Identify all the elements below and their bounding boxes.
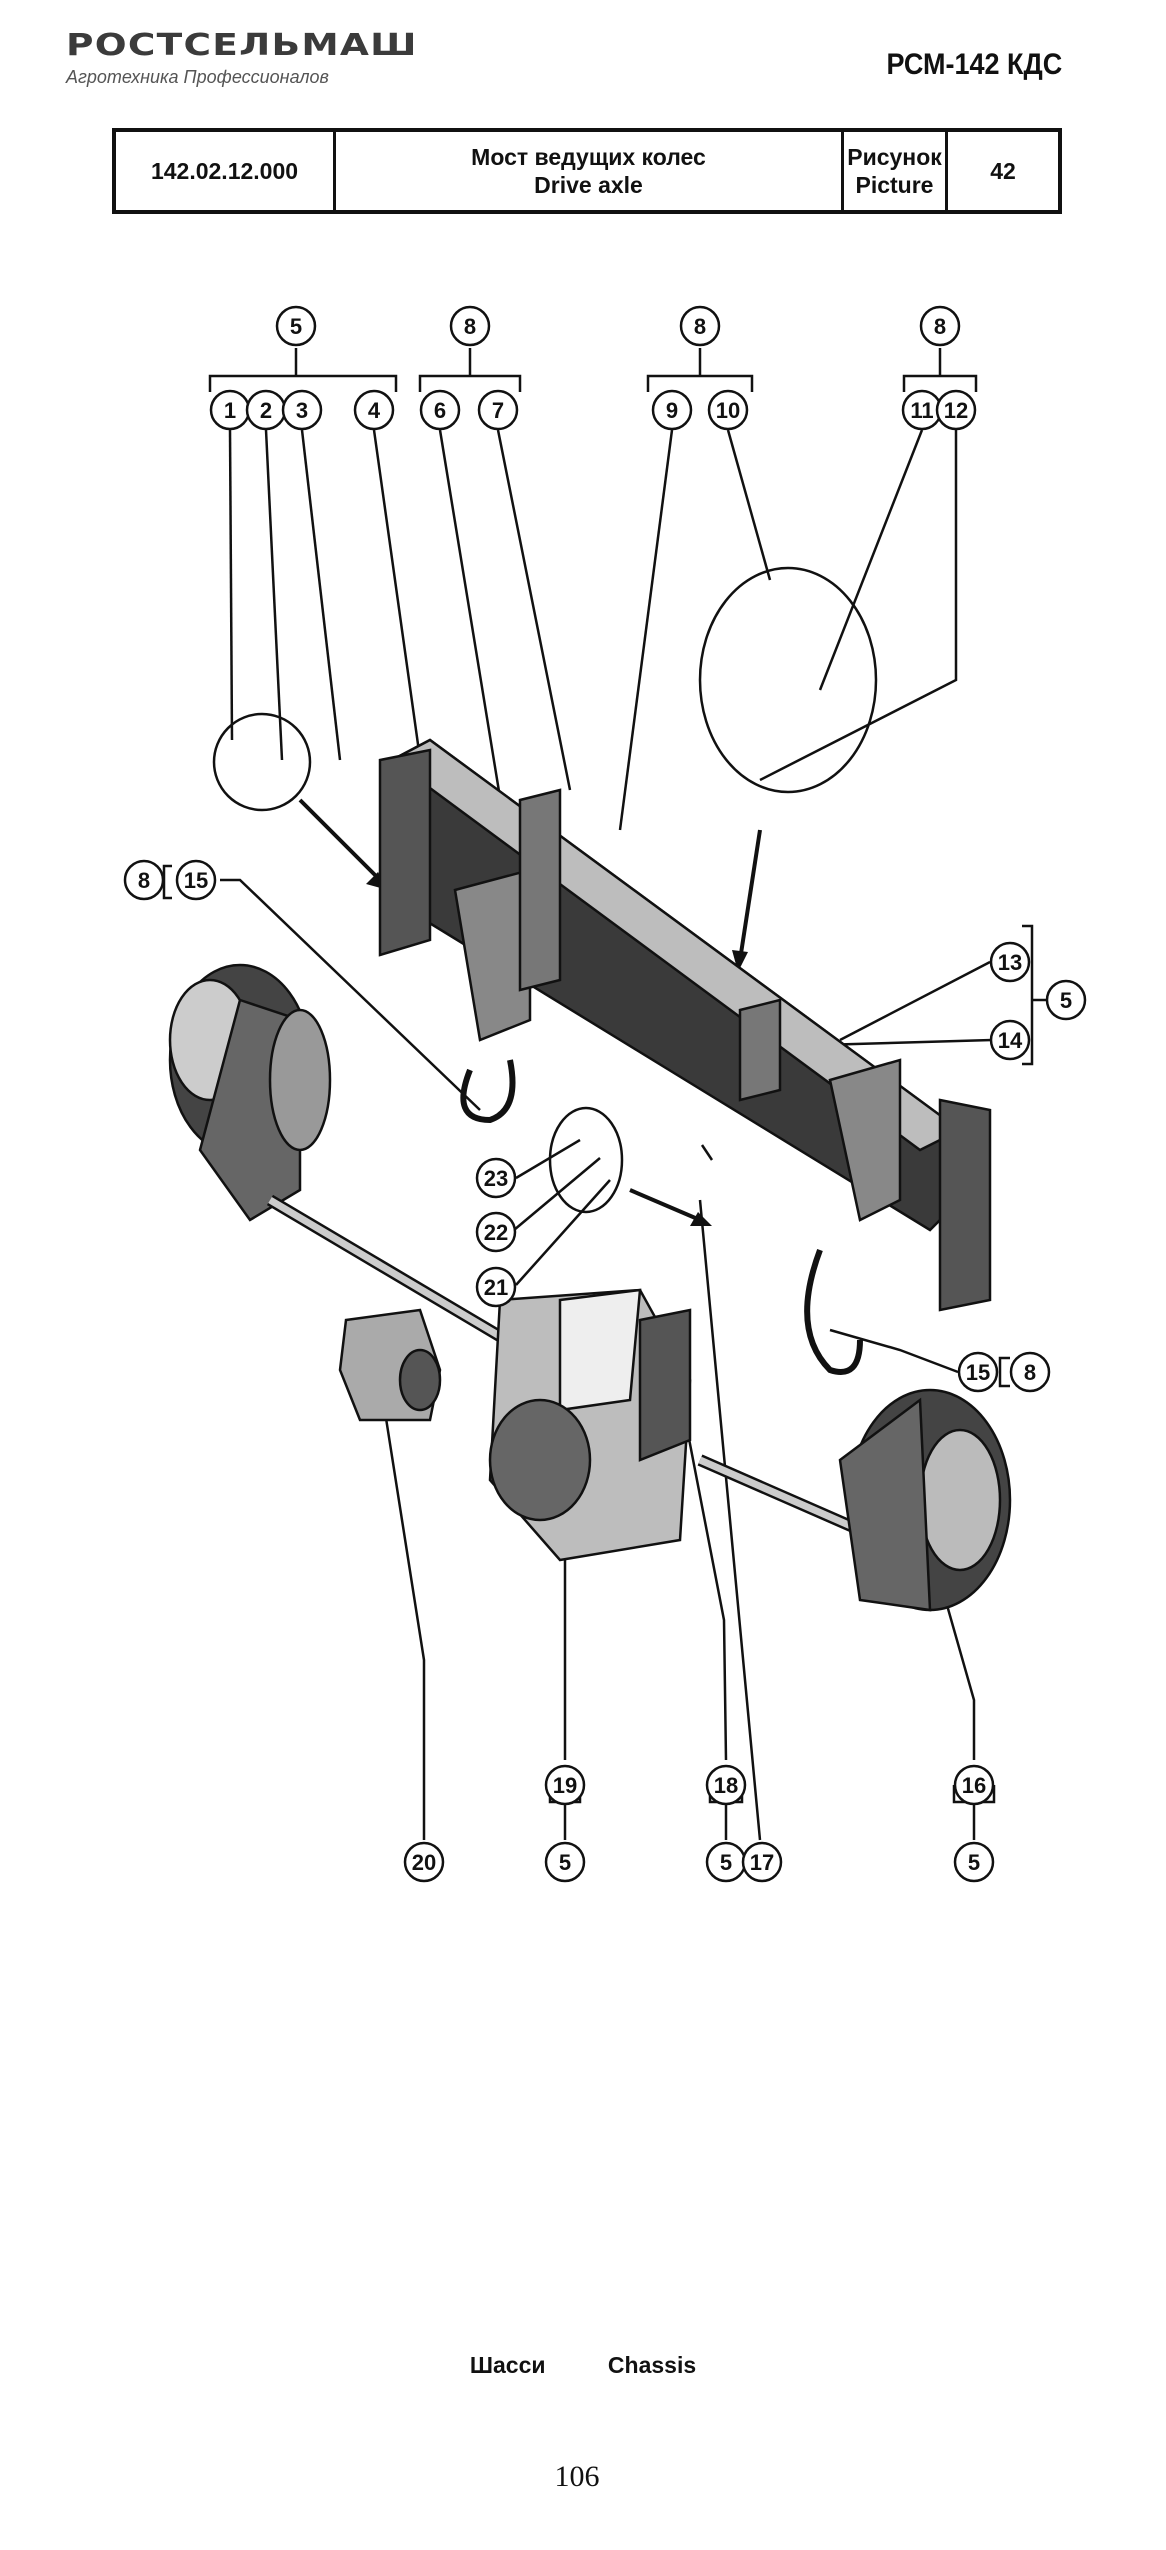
left-final-drive-drawing xyxy=(168,963,332,1222)
page-number: 106 xyxy=(554,2460,600,2493)
detail-bubble-clamp xyxy=(698,566,878,794)
callout-label: 15 xyxy=(966,1360,990,1385)
assembly-title: Мост ведущих колес Drive axle xyxy=(336,132,844,210)
callout-12: 12 xyxy=(935,389,977,431)
title-ru: Мост ведущих колес xyxy=(471,144,706,170)
callout-8: 8 xyxy=(1009,1351,1051,1393)
callout-8: 8 xyxy=(123,859,165,901)
callout-label: 17 xyxy=(750,1850,774,1875)
callout-label: 20 xyxy=(412,1850,436,1875)
callout-label: 18 xyxy=(714,1773,738,1798)
callout-label: 23 xyxy=(484,1166,508,1191)
callout-label: 5 xyxy=(1060,988,1072,1013)
picture-label-ru: Рисунок xyxy=(847,144,942,170)
model-name: РСМ-142 КДС xyxy=(886,48,1062,81)
brand-tagline: Агротехника Профессионалов xyxy=(66,67,329,87)
callout-22: 22 xyxy=(475,1211,517,1253)
hydraulic-motor-drawing xyxy=(338,1308,442,1422)
callout-label: 11 xyxy=(910,398,933,423)
callout-8: 8 xyxy=(679,305,721,347)
callout-16: 16 xyxy=(953,1764,995,1806)
bracket-5-top xyxy=(208,374,398,392)
brand-logo: РОСТСЕЛЬМАШ Агротехника Профессионалов xyxy=(66,28,417,88)
callout-label: 4 xyxy=(368,398,381,423)
callout-label: 9 xyxy=(666,398,678,423)
callout-5: 5 xyxy=(953,1841,995,1883)
callout-5: 5 xyxy=(705,1841,747,1883)
bracket-8-b xyxy=(646,374,754,392)
picture-label: Рисунок Picture xyxy=(844,132,948,210)
callout-23: 23 xyxy=(475,1157,517,1199)
callout-label: 6 xyxy=(434,398,446,423)
callout-9: 9 xyxy=(651,389,693,431)
picture-number: 42 xyxy=(990,158,1016,184)
bracket-8-a xyxy=(418,374,522,392)
callout-label: 3 xyxy=(296,398,308,423)
callout-label: 13 xyxy=(998,950,1022,975)
picture-label-en: Picture xyxy=(855,172,934,198)
callout-label: 5 xyxy=(559,1850,571,1875)
callout-11: 11 xyxy=(901,389,943,431)
bracket-8-15-left xyxy=(162,864,172,900)
callout-label: 5 xyxy=(290,314,302,339)
bracket-15-8-right xyxy=(998,1356,1010,1388)
right-final-drive-drawing xyxy=(838,1388,1012,1612)
callout-label: 8 xyxy=(464,314,476,339)
callout-label: 8 xyxy=(138,868,150,893)
section-ru: Шасси xyxy=(469,2352,546,2378)
section-en: Chassis xyxy=(607,2352,697,2378)
title-en: Drive axle xyxy=(534,172,643,198)
callout-5: 5 xyxy=(544,1841,586,1883)
callout-2: 2 xyxy=(245,389,287,431)
callout-19: 19 xyxy=(544,1764,586,1806)
callout-label: 5 xyxy=(968,1850,980,1875)
callout-21: 21 xyxy=(475,1266,517,1308)
part-number: 142.02.12.000 xyxy=(116,132,336,210)
callout-5: 5 xyxy=(1045,979,1087,1021)
brand-name: РОСТСЕЛЬМАШ xyxy=(66,28,418,63)
title-block: 142.02.12.000 Мост ведущих колес Drive a… xyxy=(112,128,1062,214)
bracket-13-14 xyxy=(1022,924,1034,1066)
bracket-8-c xyxy=(902,374,978,392)
callout-8: 8 xyxy=(449,305,491,347)
callout-1: 1 xyxy=(209,389,251,431)
callout-5: 5 xyxy=(275,305,317,347)
callout-label: 8 xyxy=(934,314,946,339)
callout-label: 7 xyxy=(492,398,504,423)
callout-7: 7 xyxy=(477,389,519,431)
callout-8: 8 xyxy=(919,305,961,347)
axle-beam-drawing xyxy=(378,738,992,1312)
section-footer: Шасси Chassis xyxy=(0,2352,1166,2379)
callout-label: 21 xyxy=(484,1275,508,1300)
callout-14: 14 xyxy=(989,1019,1031,1061)
callout-label: 16 xyxy=(962,1773,986,1798)
callout-6: 6 xyxy=(419,389,461,431)
callout-label: 12 xyxy=(944,398,968,423)
callout-18: 18 xyxy=(705,1764,747,1806)
callout-13: 13 xyxy=(989,941,1031,983)
callout-label: 8 xyxy=(694,314,706,339)
callout-label: 8 xyxy=(1024,1360,1036,1385)
callout-label: 5 xyxy=(720,1850,732,1875)
callout-label: 19 xyxy=(553,1773,577,1798)
callout-15: 15 xyxy=(957,1351,999,1393)
callout-10: 10 xyxy=(707,389,749,431)
callout-label: 14 xyxy=(998,1028,1023,1053)
detail-bubble-bolt xyxy=(212,712,312,812)
callout-label: 22 xyxy=(484,1220,508,1245)
callout-17: 17 xyxy=(741,1841,783,1883)
callout-20: 20 xyxy=(403,1841,445,1883)
callout-4: 4 xyxy=(353,389,395,431)
callout-3: 3 xyxy=(281,389,323,431)
callout-label: 10 xyxy=(716,398,740,423)
callout-label: 15 xyxy=(184,868,208,893)
gearbox-drawing xyxy=(488,1288,692,1562)
callout-label: 2 xyxy=(260,398,272,423)
callout-15: 15 xyxy=(175,859,217,901)
detail-bubble-pin xyxy=(548,1106,624,1214)
callout-label: 1 xyxy=(224,398,236,423)
